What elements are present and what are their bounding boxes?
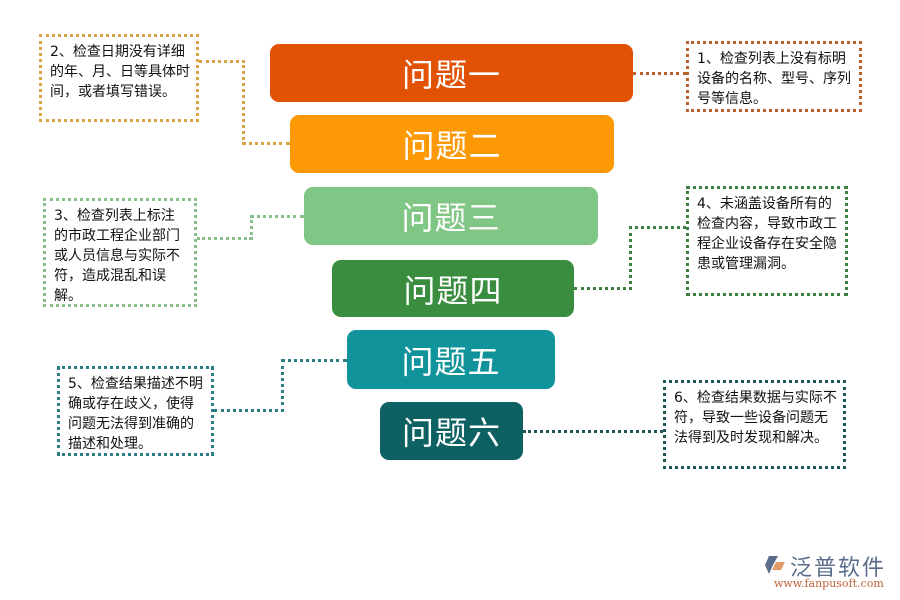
note-4-text: 4、未涵盖设备所有的检查内容，导致市政工程企业设备存在安全隐患或管理漏洞。 — [697, 196, 837, 272]
note-1-text: 1、检查列表上没有标明设备的名称、型号、序列号等信息。 — [697, 51, 851, 107]
funnel-bar-5-label: 问题五 — [401, 342, 501, 381]
note-4: 4、未涵盖设备所有的检查内容，导致市政工程企业设备存在安全隐患或管理漏洞。 — [686, 186, 848, 296]
funnel-bar-3: 问题三 — [304, 187, 598, 245]
connector-5-seg-c — [281, 359, 347, 362]
connector-3-seg-c — [250, 215, 304, 218]
connector-1 — [633, 72, 686, 75]
note-1: 1、检查列表上没有标明设备的名称、型号、序列号等信息。 — [686, 41, 862, 112]
funnel-bar-2: 问题二 — [290, 115, 614, 173]
connector-2-seg-a — [199, 60, 245, 63]
note-6: 6、检查结果数据与实际不符，导致一些设备问题无法得到及时发现和解决。 — [663, 380, 846, 469]
connector-4-seg-b — [629, 226, 632, 290]
note-3-text: 3、检查列表上标注的市政工程企业部门或人员信息与实际不符，造成混乱和误解。 — [54, 208, 180, 304]
funnel-bar-4: 问题四 — [332, 260, 574, 317]
connector-3-seg-b — [250, 215, 253, 240]
funnel-bar-1: 问题一 — [270, 44, 633, 102]
funnel-bar-2-label: 问题二 — [402, 127, 502, 165]
brand-name: 泛普软件 — [790, 556, 887, 581]
note-2: 2、检查日期没有详细的年、月、日等具体时间，或者填写错误。 — [39, 34, 199, 122]
connector-2-seg-c — [242, 142, 290, 145]
note-6-text: 6、检查结果数据与实际不符，导致一些设备问题无法得到及时发现和解决。 — [674, 390, 837, 446]
funnel-bar-1-label: 问题一 — [401, 56, 501, 94]
connector-3-seg-a — [197, 237, 252, 240]
connector-5-seg-a — [214, 409, 284, 412]
connector-4-seg-c — [629, 226, 686, 229]
connector-6 — [523, 430, 663, 433]
connector-2-seg-b — [242, 60, 245, 145]
note-2-text: 2、检查日期没有详细的年、月、日等具体时间，或者填写错误。 — [50, 44, 190, 100]
funnel-bar-4-label: 问题四 — [403, 271, 503, 310]
connector-4-seg-a — [574, 287, 632, 290]
brand-mark-icon — [765, 556, 785, 574]
funnel-bar-3-label: 问题三 — [401, 199, 501, 237]
note-3: 3、检查列表上标注的市政工程企业部门或人员信息与实际不符，造成混乱和误解。 — [43, 198, 197, 307]
funnel-bar-6: 问题六 — [380, 402, 523, 460]
funnel-bar-6-label: 问题六 — [401, 414, 501, 452]
funnel-bar-5: 问题五 — [347, 330, 555, 389]
connector-5-seg-b — [281, 359, 284, 412]
brand-logo: 泛普软件 www.fanpusoft.com — [764, 552, 894, 592]
note-5-text: 5、检查结果描述不明确或存在歧义，使得问题无法得到准确的描述和处理。 — [68, 376, 203, 452]
brand-url: www.fanpusoft.com — [774, 577, 884, 590]
note-5: 5、检查结果描述不明确或存在歧义，使得问题无法得到准确的描述和处理。 — [57, 366, 214, 456]
